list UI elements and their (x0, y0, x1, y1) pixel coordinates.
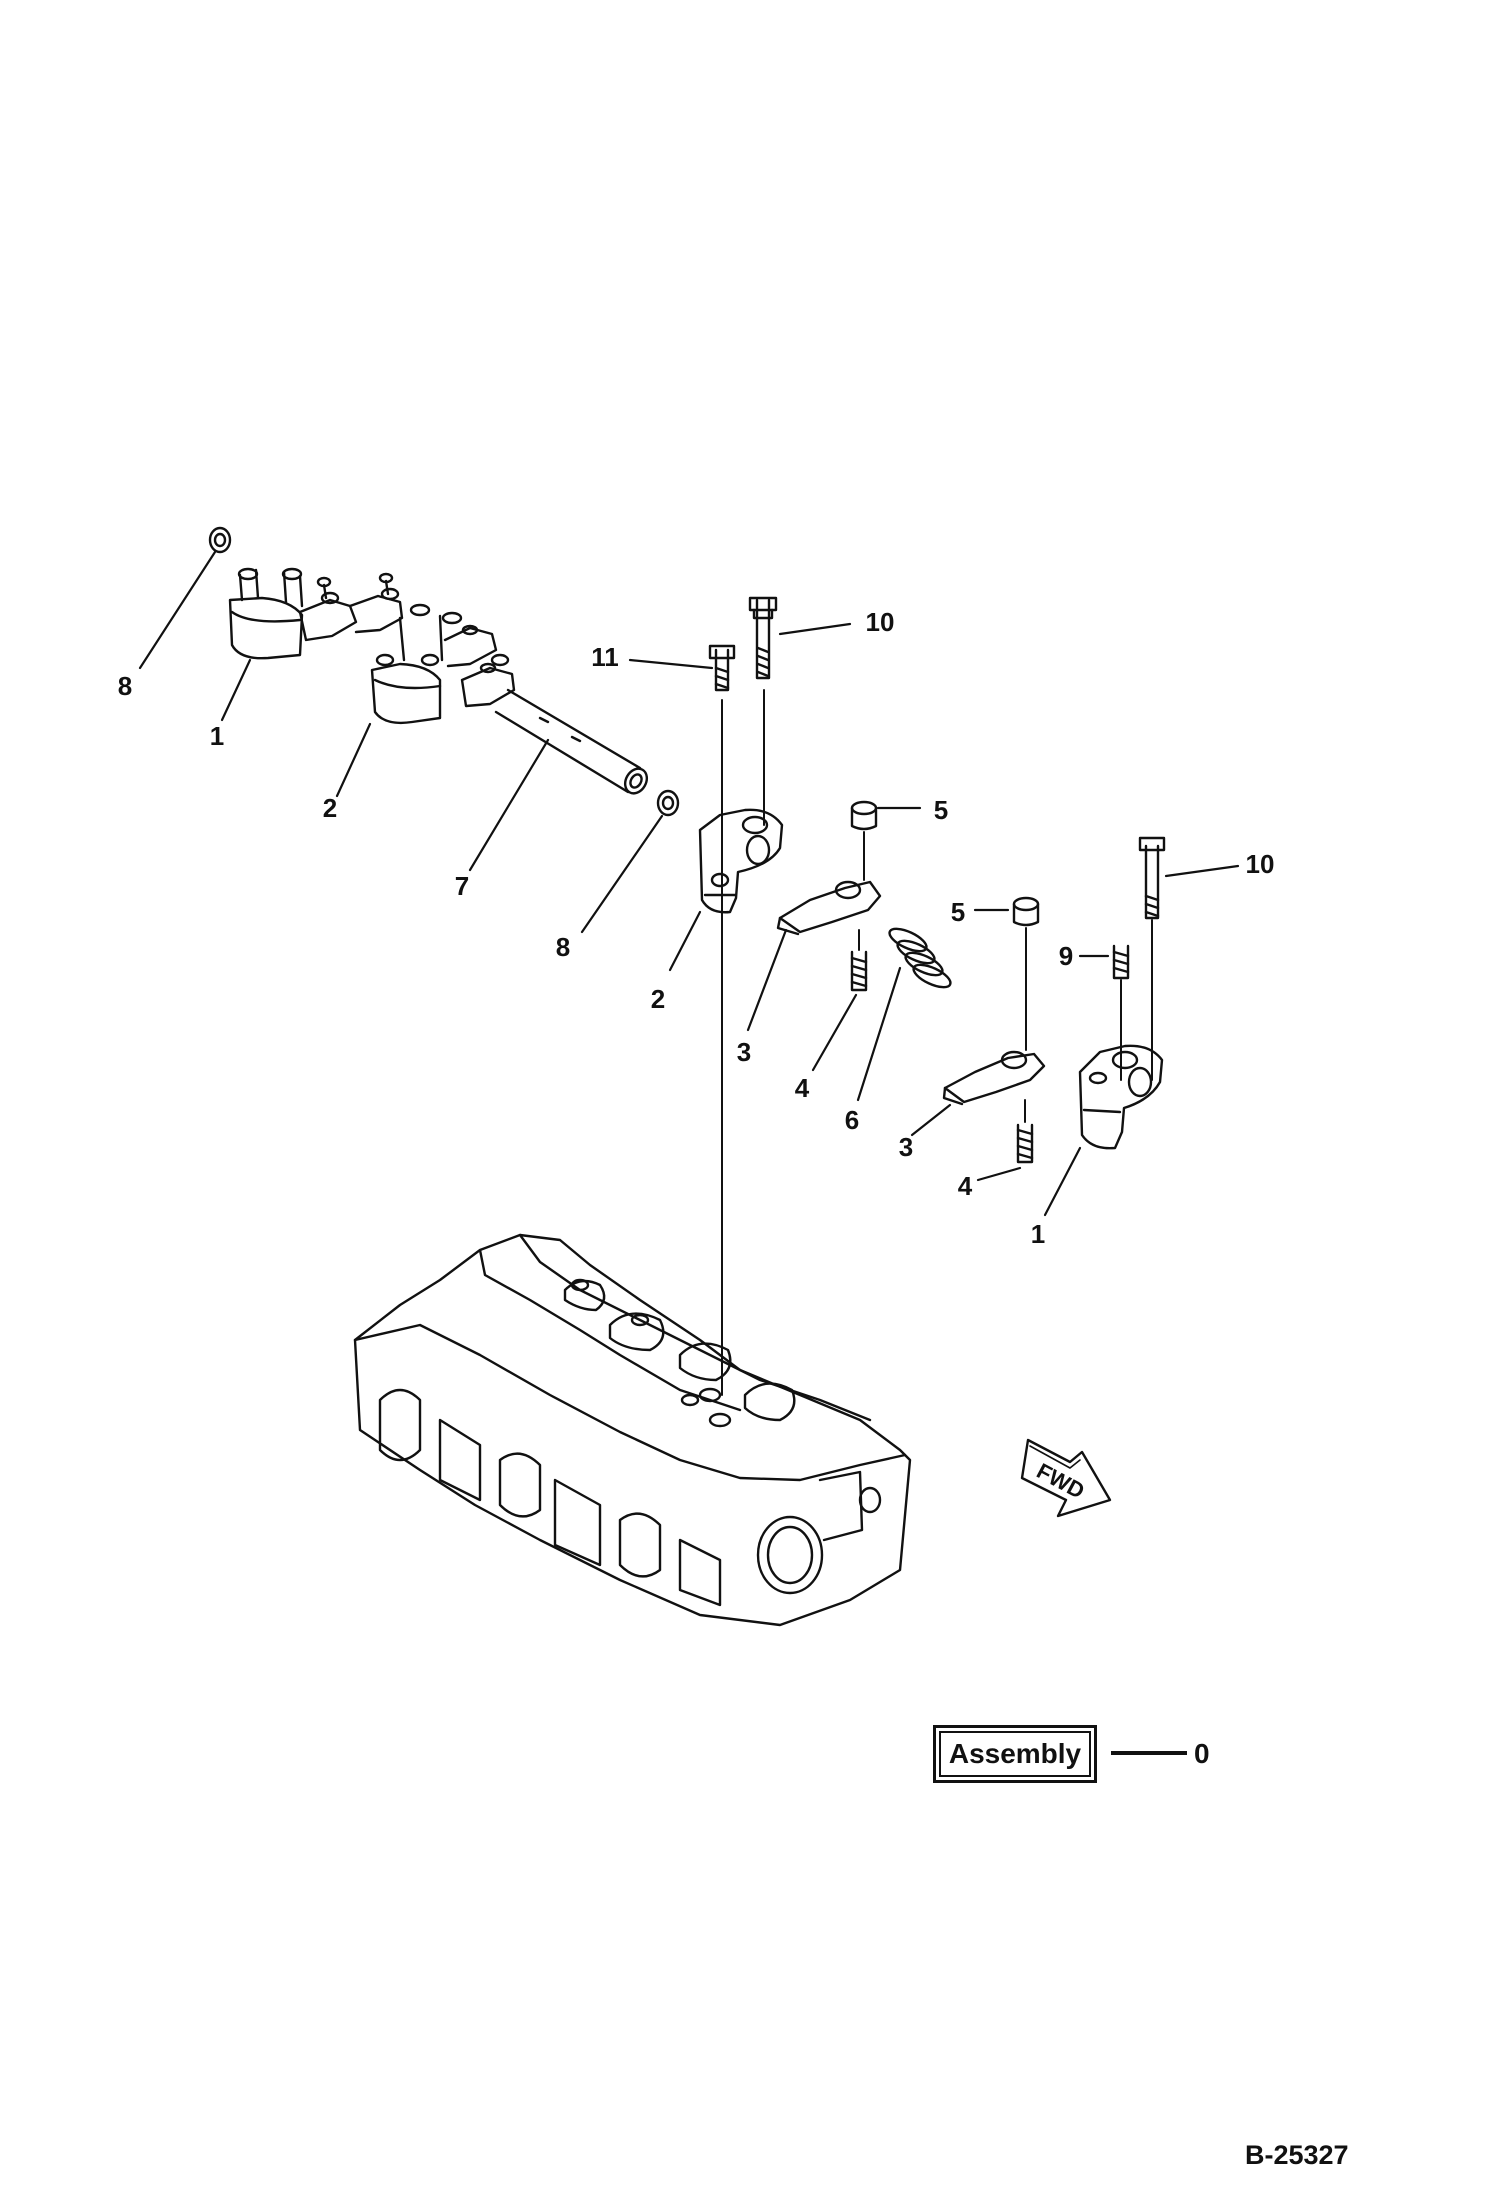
callout-2-middle: 2 (650, 984, 666, 1014)
bolt-11 (708, 644, 736, 692)
assembly-number: 0 (1194, 1738, 1210, 1769)
bolt-10-upper (748, 596, 778, 680)
callout-1-left: 1 (209, 721, 225, 751)
leader-lines (138, 550, 1240, 1217)
callout-10-right: 10 (1245, 849, 1275, 879)
rocker-arm-3-upper (776, 880, 882, 936)
adjusting-screw-4-upper (850, 929, 868, 992)
callout-4-upper: 4 (794, 1073, 810, 1103)
nut-5-upper (850, 800, 878, 881)
callout-5-lower: 5 (950, 897, 966, 927)
callout-3-upper: 3 (736, 1037, 752, 1067)
assembly-legend-box: Assembly (933, 1725, 1097, 1783)
set-screw-9 (1112, 944, 1130, 1081)
callout-2-left: 2 (322, 793, 338, 823)
drawing-number: B-25327 (1245, 2140, 1349, 2170)
cylinder-head (353, 1233, 912, 1627)
callout-1-right: 1 (1030, 1219, 1046, 1249)
rocker-bracket-2 (698, 808, 784, 914)
rocker-shaft-assembly (228, 567, 649, 795)
bolt-10-right (1138, 836, 1166, 1081)
assembly-label: Assembly (948, 1738, 1082, 1769)
callout-3-lower: 3 (898, 1132, 914, 1162)
callout-11: 11 (591, 642, 619, 672)
rocker-arm-3-lower (942, 1050, 1046, 1106)
plug-8-middle (656, 789, 680, 817)
adjusting-screw-4-lower (1016, 1099, 1034, 1164)
nut-5-lower (1012, 896, 1040, 1051)
callout-8-middle: 8 (555, 932, 571, 962)
callout-10-upper: 10 (865, 607, 895, 637)
fwd-arrow-shape (1020, 1438, 1112, 1518)
callout-7: 7 (454, 871, 470, 901)
rocker-bracket-1-right (1078, 1044, 1164, 1150)
callout-6: 6 (844, 1105, 860, 1135)
assembly-leader (1111, 1751, 1187, 1755)
callout-8-upper: 8 (117, 671, 133, 701)
callout-4-lower: 4 (957, 1171, 973, 1201)
callout-5-upper: 5 (933, 795, 949, 825)
callout-9: 9 (1058, 941, 1074, 971)
plug-8-upper (208, 526, 232, 554)
spring-6 (888, 927, 952, 989)
